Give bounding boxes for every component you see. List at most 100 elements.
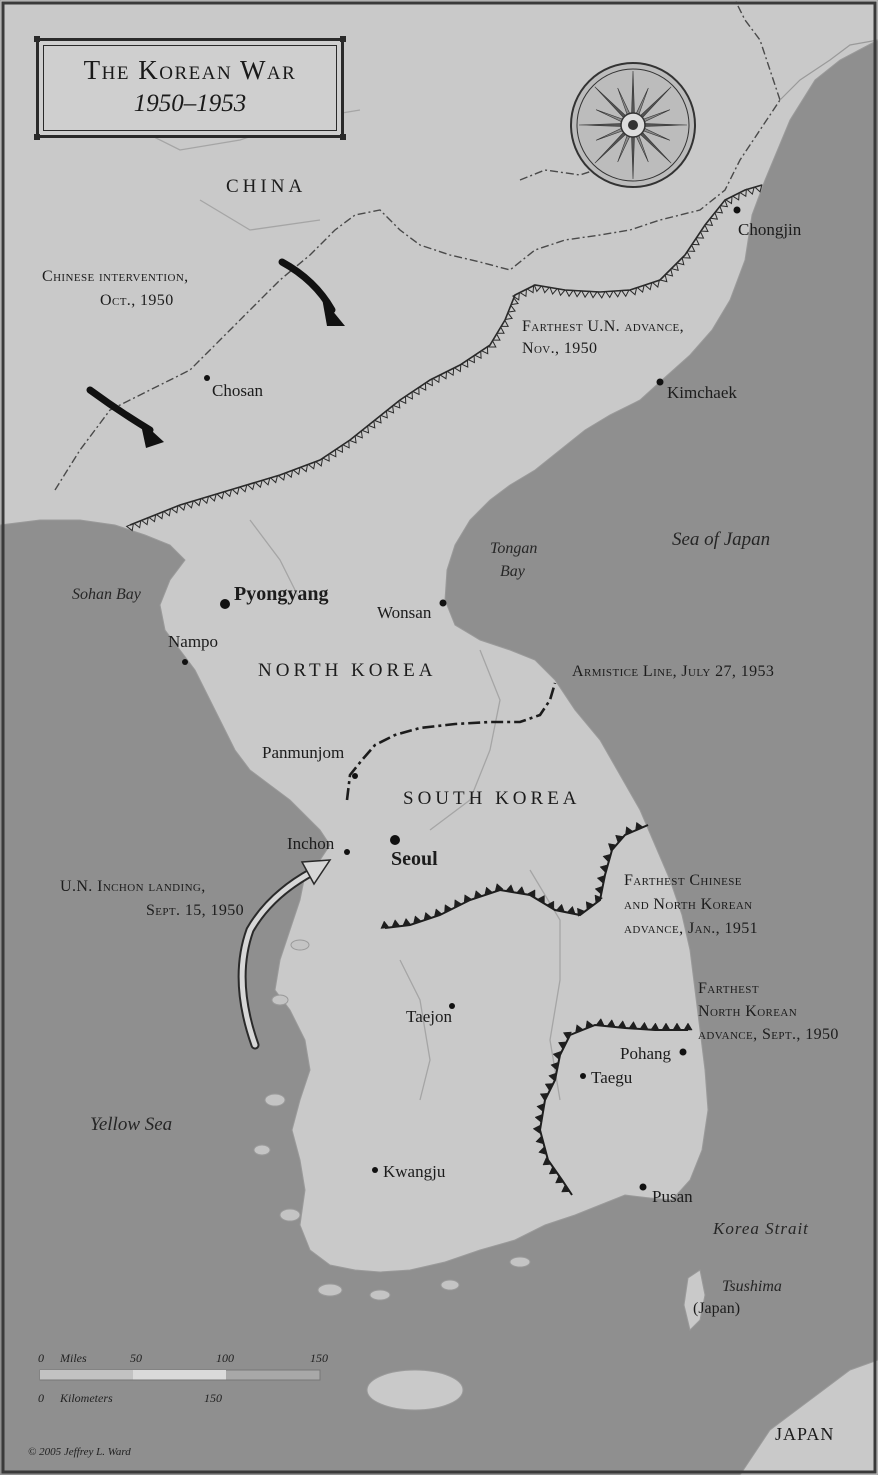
front-line-tooth [511,292,520,301]
front-line-tooth [425,377,433,387]
front-line-tooth [548,1166,558,1175]
front-line-tooth [418,382,427,391]
front-line-tooth [594,894,604,904]
front-line-tooth [413,915,422,925]
china-korea-border [54,99,781,491]
city-dot-pusan [639,1183,647,1191]
russia-border-east [519,119,641,181]
front-line-tooth [192,498,202,507]
city-dot-panmunjom [352,773,358,779]
front-line-tooth [341,439,350,449]
scale-km-tick-0: 0 [38,1391,44,1405]
front-line-tooth [704,217,714,227]
front-line-tooth [487,339,497,348]
front-line-tooth [494,883,504,892]
front-line-tooth [328,448,337,458]
city-label-chosan: Chosan [212,381,263,400]
front-line-tooth [391,919,401,928]
front-line-tooth [238,484,248,493]
annotation-farthest-nk-line3: advance, Sept., 1950 [698,1026,839,1043]
inchon-landing-arrowhead [300,859,332,886]
front-line-tooth [379,409,388,419]
front-line-tooth [500,319,509,327]
front-line-tooth [526,284,535,294]
city-label-seoul: Seoul [391,848,438,870]
intervention-arrow-1 [278,258,336,314]
front-line-tooth [354,429,363,439]
annotation-farthest-un-line2: Nov., 1950 [522,340,598,357]
farthest-north-korean-advance-teeth [532,1018,693,1193]
front-line-tooth [314,458,324,467]
scale-km-label: Kilometers [60,1391,113,1405]
front-line-tooth [595,1018,605,1027]
annotation-farthest-nk-line1: Farthest [698,980,759,997]
front-line-tooth [558,1041,567,1050]
scale-miles-label: Miles [60,1351,87,1365]
intervention-arrowhead-2 [140,420,164,448]
front-line-tooth [539,1092,549,1102]
front-line-tooth [580,290,590,299]
front-line-tooth [659,273,668,283]
front-line-tooth [439,370,448,380]
scale-km-tick-150: 150 [204,1391,222,1405]
front-line-tooth [125,522,134,532]
water-label-sohan-bay: Sohan Bay [72,586,141,603]
city-dot-nampo [182,659,188,665]
compass-rose-icon [570,62,696,188]
front-line-tooth [360,424,370,434]
front-line-tooth [516,886,526,895]
city-label-pohang: Pohang [620,1044,671,1063]
city-label-chongjin: Chongjin [738,220,802,239]
front-line-tooth [254,479,263,489]
front-line-tooth [292,466,301,476]
title-corner [340,36,346,42]
front-line-tooth [753,184,763,193]
front-line-tooth [639,1021,649,1030]
front-line-tooth [676,256,685,266]
front-line-tooth [155,510,164,520]
front-line-tooth [200,495,210,505]
front-line-tooth [738,188,747,198]
front-line-tooth [561,1184,571,1193]
country-label-china: CHINA [226,176,307,197]
front-line-tooth [496,326,505,334]
tsushima-island [683,1269,706,1331]
front-line-tooth [405,391,413,400]
front-line-tooth [709,211,719,220]
city-dot-chongjin [733,206,741,214]
front-line-tooth [672,1022,682,1031]
water-label-yellow-sea: Yellow Sea [90,1114,173,1135]
front-line-tooth [463,894,473,904]
front-line-tooth [431,374,440,384]
front-line-tooth [541,285,551,294]
front-line-tooth [731,192,740,201]
front-line-tooth [484,886,494,896]
scale-miles-tick-100: 100 [216,1351,234,1365]
annotation-farthest-chinese-line3: advance, Jan., 1951 [624,920,759,937]
front-line-tooth [504,311,514,321]
city-label-nampo: Nampo [168,632,219,651]
front-line-tooth [555,1175,565,1184]
water-label-tongan-bay-line1: Tongan [490,540,538,557]
front-line-tooth [562,1031,572,1041]
front-line-tooth [423,911,433,921]
annotation-farthest-chinese-line2: and North Korean [624,896,753,913]
front-line-tooth [321,453,330,462]
front-line-tooth [577,907,586,917]
city-dot-kwangju [372,1167,378,1173]
annotation-inchon-landing-line2: Sept. 15, 1950 [146,902,245,919]
front-line-tooth [223,488,233,498]
annotation-farthest-chinese-line1: Farthest Chinese [624,872,742,889]
front-line-tooth [661,1022,671,1031]
front-line-tooth [612,290,622,298]
front-line-tooth [177,502,187,512]
front-line-tooth [599,864,609,874]
front-line-tooth [636,284,645,294]
front-line-tooth [402,917,412,927]
front-line-tooth [585,1020,595,1030]
island-label-tsushima: Tsushima [722,1278,782,1295]
annotation-chinese-intervention-line1: Chinese intervention, [42,268,189,285]
front-line-tooth [635,821,644,831]
